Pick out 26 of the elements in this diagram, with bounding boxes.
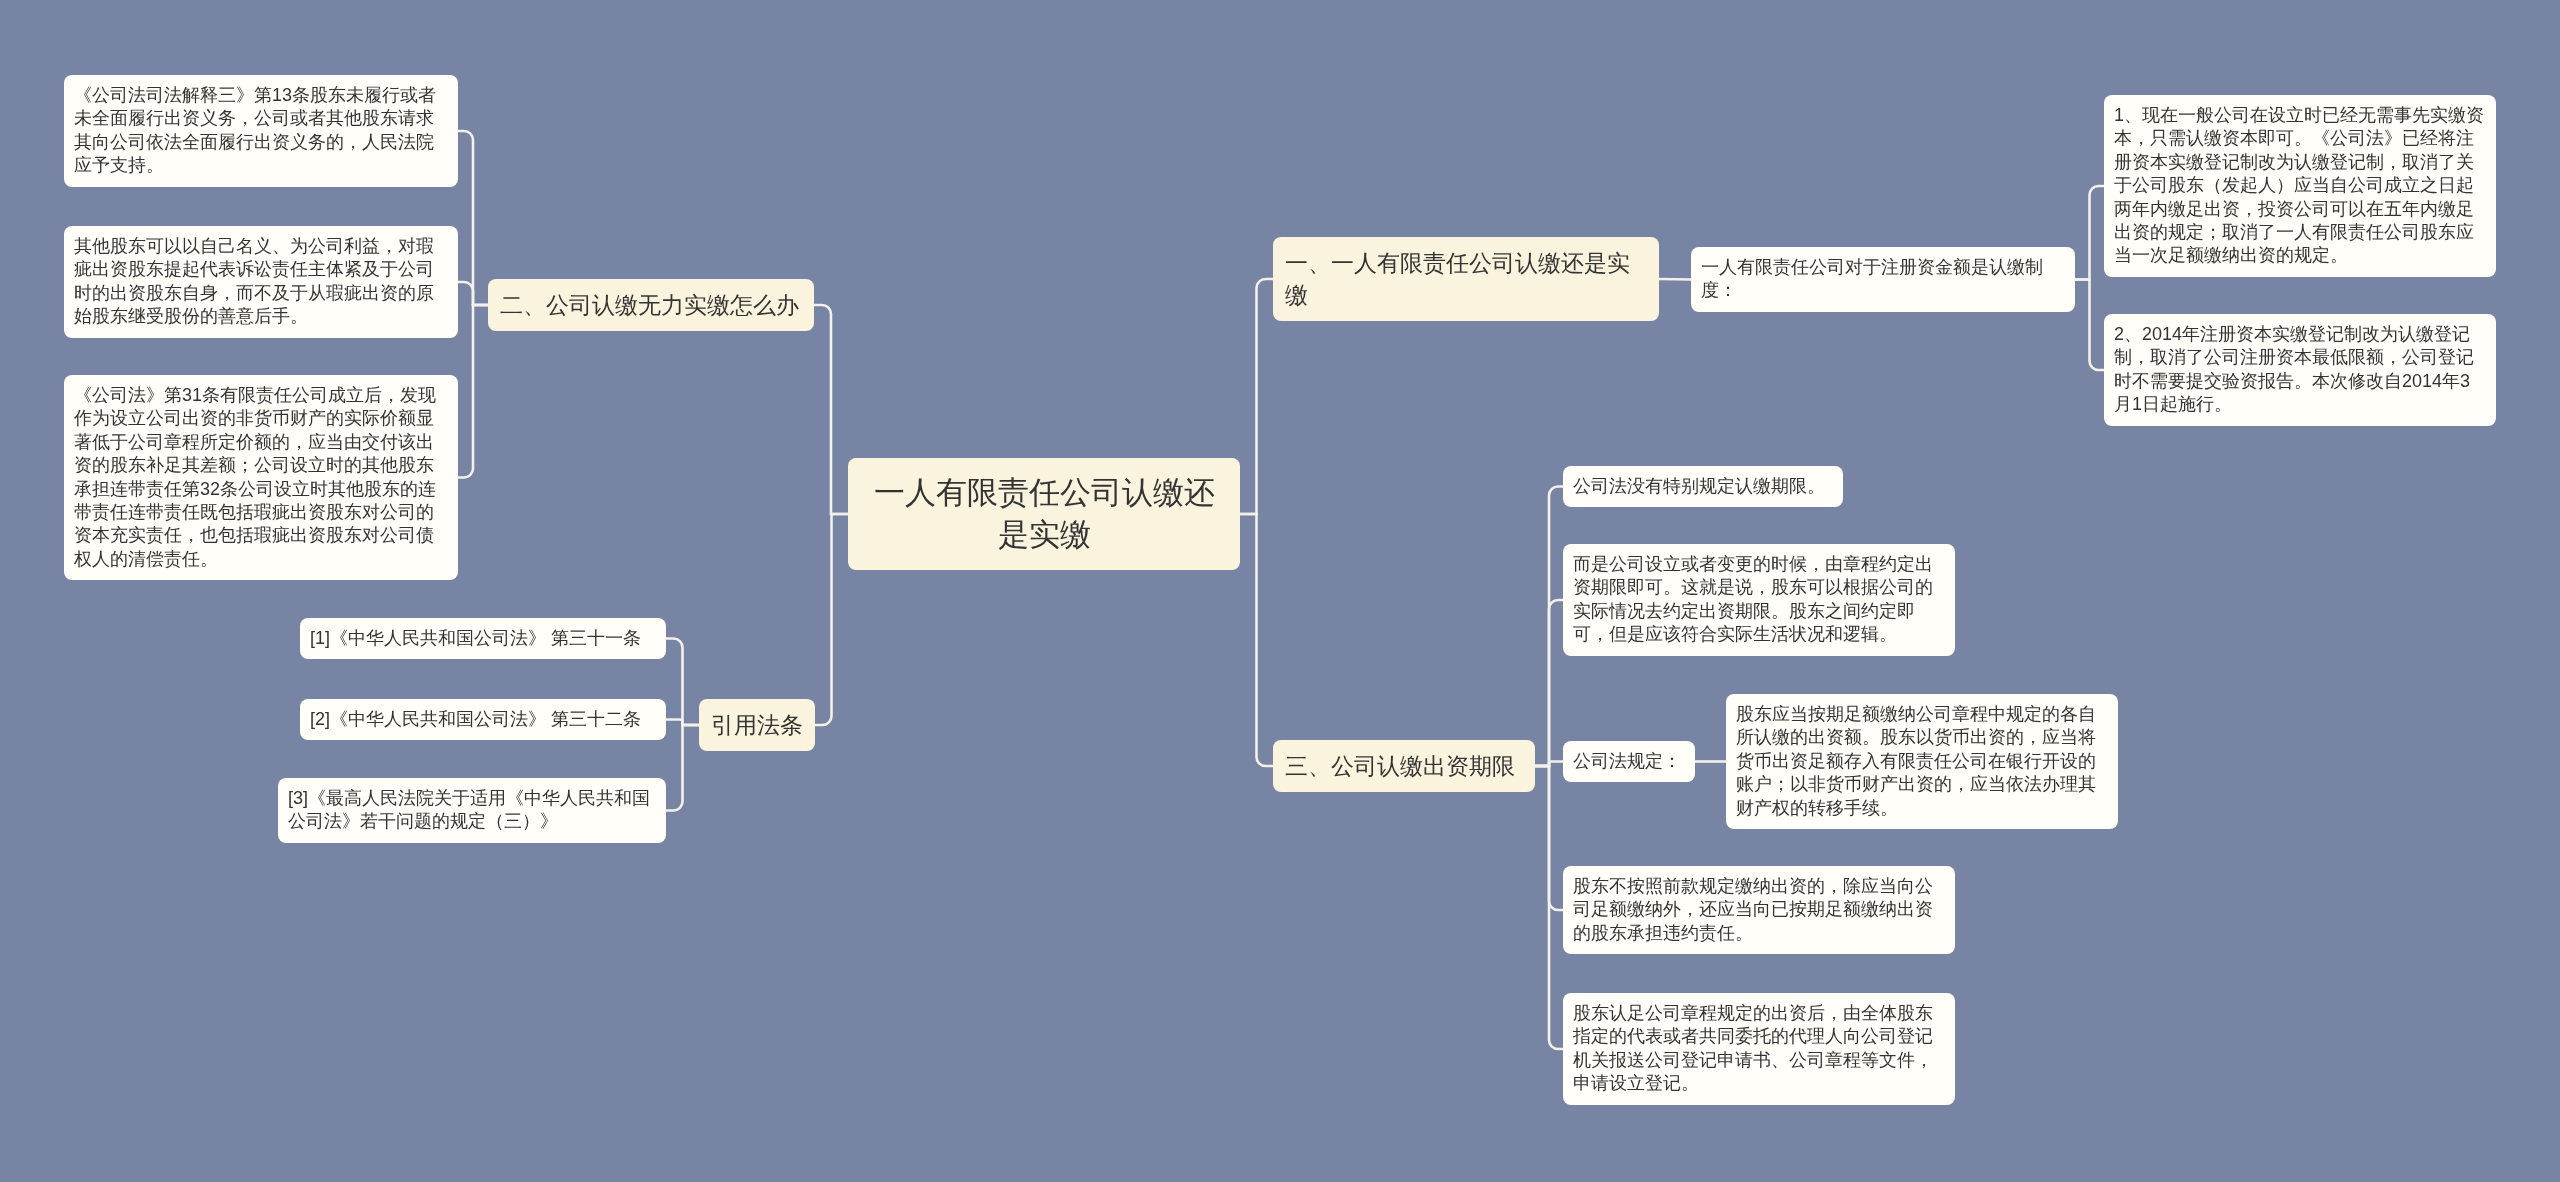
note-card: 股东认足公司章程规定的出资后，由全体股东指定的代表或者共同委托的代理人向公司登记机关报送公司登记申请书、公司章程等文件，申请设立登记。 bbox=[1563, 993, 1955, 1105]
citation-card: [3]《最高人民法院关于适用《中华人民共和国公司法》若干问题的规定（三）》 bbox=[278, 778, 666, 843]
note-card: 公司法没有特别规定认缴期限。 bbox=[1563, 466, 1843, 508]
note-card: 《公司法》第31条有限责任公司成立后，发现作为设立公司出资的非货币财产的实际价额显著低于公司章程所定价额的，应当由交付该出资的股东补足其差额；公司设立时的其他股东承担连带责任第32条公司设立时其他股东的连带责任连带责任既包括瑕疵出资股东对公司的资本充实责任，也包括瑕疵出资股东对公司债权人的清偿责任。 bbox=[64, 375, 458, 581]
note-card: 股东应当按期足额缴纳公司章程中规定的各自所认缴的出资额。股东以货币出资的，应当将货币出资足额存入有限责任公司在银行开设的账户；以非货币财产出资的，应当依法办理其财产权的转移手续。 bbox=[1726, 694, 2118, 830]
connector-line bbox=[666, 723, 699, 812]
branch-topic: 引用法条 bbox=[699, 699, 815, 751]
note-card: 其他股东可以以自己名义、为公司利益，对瑕疵出资股东提起代表诉讼责任主体紧及于公司时的出资股东自身，而不及于从瑕疵出资的原始股东继受股份的善意后手。 bbox=[64, 226, 458, 338]
citation-card: [1]《中华人民共和国公司法》 第三十一条 bbox=[300, 618, 666, 660]
connector-line bbox=[815, 512, 848, 727]
note-card: 公司法规定： bbox=[1563, 741, 1695, 783]
note-card: 而是公司设立或者变更的时候，由章程约定出资期限即可。这就是说，股东可以根据公司的实际情况去约定出资期限。股东之间约定即可，但是应该符合实际生活状况和逻辑。 bbox=[1563, 544, 1955, 656]
note-card: 1、现在一般公司在设立时已经无需事先实缴资本，只需认缴资本即可。《公司法》已经将注册资本实缴登记制改为认缴登记制，取消了关于公司股东（发起人）应当自公司成立之日起两年内缴足出资，投资公司可以在五年内缴足出资的规定；取消了一人有限责任公司股东应当一次足额缴纳出资的规定。 bbox=[2104, 95, 2496, 277]
branch-topic: 三、公司认缴出资期限 bbox=[1273, 740, 1535, 792]
branch-topic: 一、一人有限责任公司认缴还是实缴 bbox=[1273, 237, 1659, 321]
note-card: 《公司法司法解释三》第13条股东未履行或者未全面履行出资义务，公司或者其他股东请求其向公司依法全面履行出资义务的，人民法院应予支持。 bbox=[64, 75, 458, 187]
connector-line bbox=[1240, 512, 1273, 768]
note-card: 一人有限责任公司对于注册资金额是认缴制度： bbox=[1691, 247, 2075, 312]
note-card: 股东不按照前款规定缴纳出资的，除应当向公司足额缴纳外，还应当向已按期足额缴纳出资的股东承担违约责任。 bbox=[1563, 866, 1955, 955]
connector-line bbox=[1535, 764, 1563, 1051]
central-topic: 一人有限责任公司认缴还是实缴 bbox=[848, 458, 1240, 570]
branch-topic: 二、公司认缴无力实缴怎么办 bbox=[488, 279, 814, 331]
citation-card: [2]《中华人民共和国公司法》 第三十二条 bbox=[300, 699, 666, 741]
connector-line bbox=[1695, 760, 1726, 763]
connector-line bbox=[1658, 277, 1692, 281]
note-card: 2、2014年注册资本实缴登记制改为认缴登记制，取消了公司注册资本最低限额，公司登记时不需要提交验资报告。本次修改自2014年3月1日起施行。 bbox=[2104, 314, 2496, 426]
